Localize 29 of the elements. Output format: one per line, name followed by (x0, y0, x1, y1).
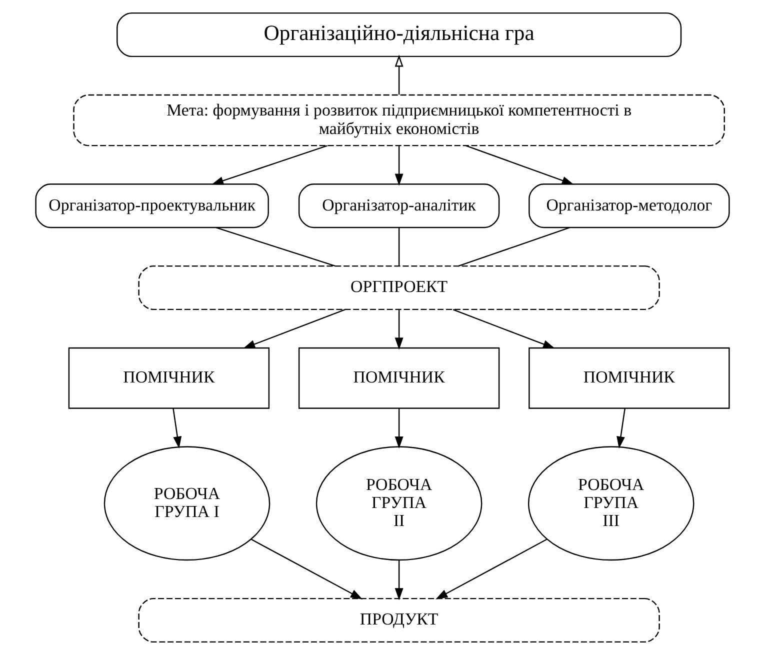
arrow (250, 538, 362, 600)
node-ellipse: РОБОЧА ГРУПА II (315, 446, 482, 561)
node-ellipse: РОБОЧА ГРУПА I (103, 446, 270, 561)
node-box: ПОМІЧНИК (298, 347, 500, 409)
connector (458, 227, 570, 267)
arrow (394, 54, 403, 95)
arrow (616, 408, 625, 449)
node-box: Організатор-методолог (528, 184, 730, 228)
arrow (394, 310, 403, 350)
node-box: Мета: формування і розвиток підприємницької компетентності в майбутніх економістів (72, 94, 724, 146)
arrow (435, 538, 547, 600)
node-box: Організатор-проектувальник (34, 184, 268, 228)
arrow (394, 560, 403, 600)
arrow (242, 309, 345, 349)
node-box: ОРГПРОЕКТ (138, 265, 660, 310)
arrow (465, 145, 574, 185)
connector (215, 227, 336, 267)
node-box: ПРОДУКТ (138, 598, 660, 643)
node-box: ПОМІЧНИК (68, 347, 270, 409)
connector (398, 228, 400, 266)
node-ellipse: РОБОЧА ГРУПА III (527, 446, 694, 561)
arrow (394, 146, 403, 186)
arrow (172, 408, 182, 449)
arrow (394, 408, 403, 449)
node-box: ПОМІЧНИК (528, 347, 730, 409)
arrow (452, 309, 555, 349)
node-box: Організаційно-діяльнісна гра (116, 12, 682, 58)
node-box: Організатор-аналітик (298, 184, 500, 228)
arrow (210, 145, 327, 185)
